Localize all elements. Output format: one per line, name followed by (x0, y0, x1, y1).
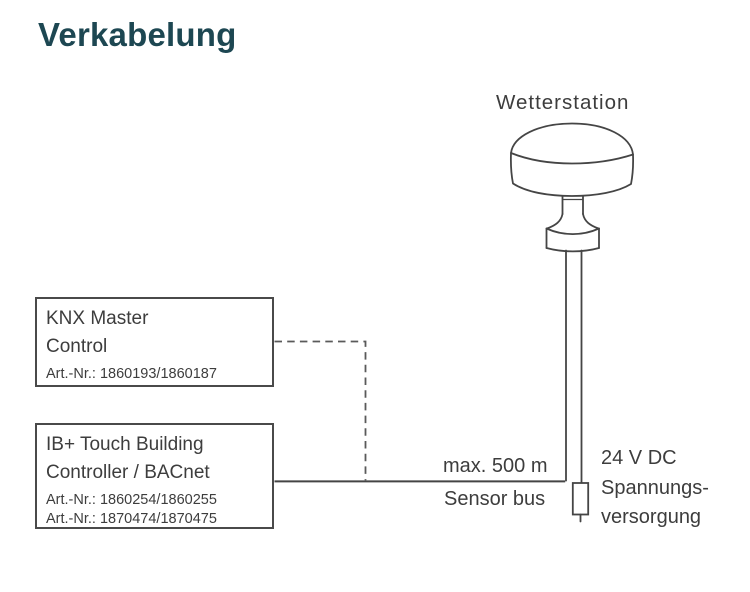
station-collar-bottom (545, 247, 600, 253)
station-flare-left (546, 213, 564, 230)
device-box-knx-master-control: KNX Master Control Art.-Nr.: 1860193/186… (35, 297, 274, 387)
station-head (510, 122, 634, 197)
device-name-line: IB+ Touch Building (46, 434, 204, 455)
device-name-line: Control (46, 336, 108, 357)
sensor-bus-name-label: Sensor bus (444, 488, 546, 510)
power-supply-label-line: Spannungs- (601, 476, 709, 499)
sensor-bus-length-label: max. 500 m (443, 455, 548, 477)
power-connector (571, 482, 590, 516)
device-article-number: Art.-Nr.: 1870474/1870475 (46, 511, 217, 527)
station-label: Wetterstation (496, 91, 630, 114)
device-name-line: Controller / BACnet (46, 462, 210, 483)
device-name-line: KNX Master (46, 308, 149, 329)
station-head-seam (510, 152, 634, 165)
page-title: Verkabelung (38, 16, 237, 53)
station-collar-rim (545, 227, 600, 236)
device-article-number: Art.-Nr.: 1860254/1860255 (46, 492, 217, 508)
device-article-number: Art.-Nr.: 1860193/1860187 (46, 366, 217, 382)
knx-dashed-connector-line (274, 340, 367, 481)
weather-station-illustration (510, 122, 634, 523)
device-box-ib-touch-building-controller: IB+ Touch Building Controller / BACnet A… (35, 423, 274, 529)
power-supply-label-line: versorgung (601, 506, 702, 528)
power-supply-label-line: 24 V DC (601, 447, 677, 469)
station-flare-right (582, 213, 600, 230)
power-supply-label: 24 V DC Spannungs- versorgung (601, 444, 709, 533)
